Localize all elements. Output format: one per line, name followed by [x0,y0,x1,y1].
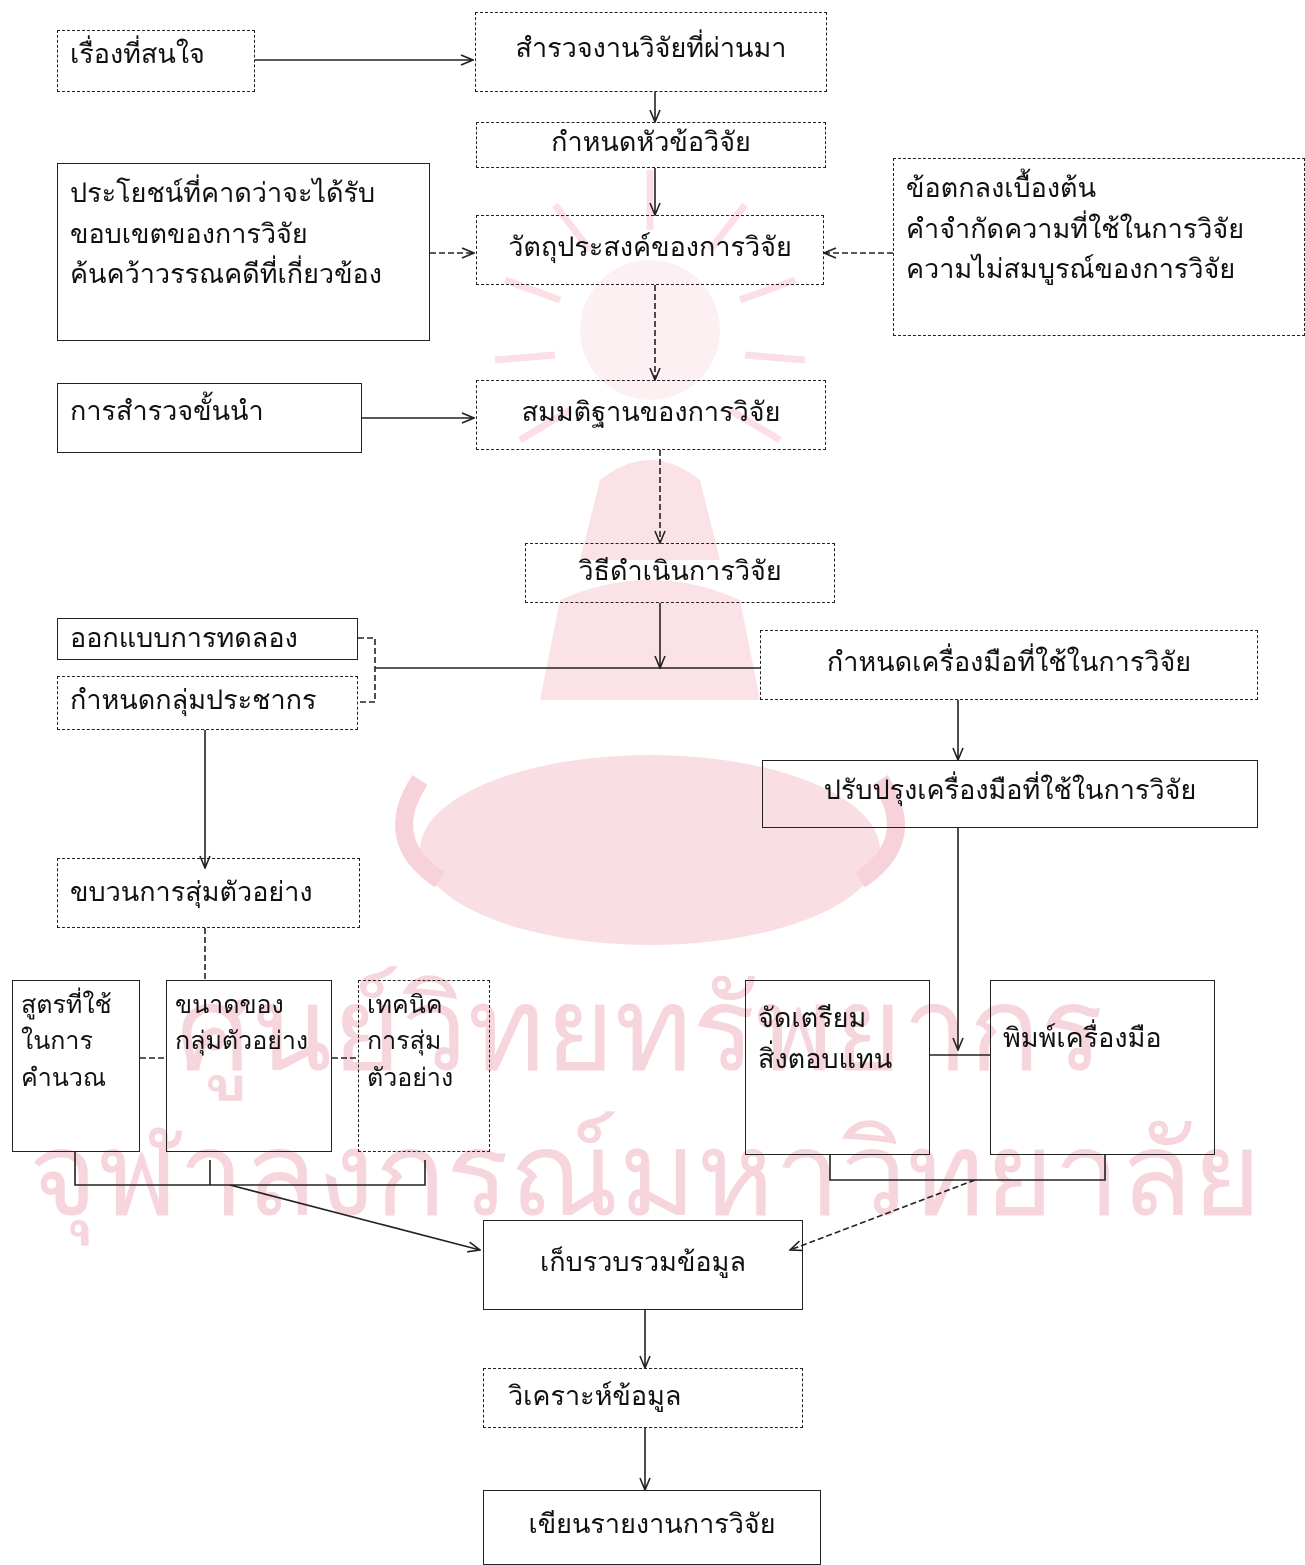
box-improve-instruments: ปรับปรุงเครื่องมือที่ใช้ในการวิจัย [762,760,1258,828]
box-left-context: ประโยชน์ที่คาดว่าจะได้รับ ขอบเขตของการวิ… [57,163,430,341]
box-define-research-topic: กำหนดหัวข้อวิจัย [476,122,826,168]
box-survey-past-research: สำรวจงานวิจัยที่ผ่านมา [475,12,827,92]
sample-size-line-2: กลุ่มตัวอย่าง [175,1026,309,1056]
bracket-bottom-left [74,1152,426,1186]
box-define-instruments: กำหนดเครื่องมือที่ใช้ในการวิจัย [760,630,1258,700]
sampling-technique-line-3: ตัวอย่าง [367,1062,454,1092]
watermark-line-2: จุฬาลงกรณ์มหาวิทยาลัย [28,1109,1261,1247]
watermark-text: ศูนย์วิทยทรัพยากร จุฬาลงกรณ์มหาวิทยาลัย [28,964,1261,1247]
left-context-line-3: ค้นคว้าวรรณคดีที่เกี่ยวข้อง [70,259,382,290]
box-print-instruments: พิมพ์เครื่องมือ [990,980,1215,1155]
right-context-line-2: คำจำกัดความที่ใช้ในการวิจัย [906,213,1245,245]
prepare-rewards-line-2: สิ่งตอบแทน [758,1043,893,1075]
left-context-line-2: ขอบเขตของการวิจัย [70,218,308,250]
box-research-hypothesis: สมมติฐานของการวิจัย [476,380,826,450]
arrow-left-group-to-collect [229,1184,480,1250]
bracket-bottom-right [829,1155,1106,1181]
box-sample-size: ขนาดของ กลุ่มตัวอย่าง [166,980,332,1152]
box-sampling-technique: เทคนิค การสุ่ม ตัวอย่าง [358,980,490,1152]
calc-formula-line-1: สูตรที่ใช้ [21,990,112,1019]
calc-formula-line-2: ในการ [21,1026,93,1056]
watermark-line-1: ศูนย์วิทยทรัพยากร [176,964,1103,1101]
box-define-population: กำหนดกลุ่มประชากร [57,676,358,730]
arrow-right-group-to-collect [790,1179,976,1250]
box-analyze-data: วิเคราะห์ข้อมูล [483,1368,803,1428]
box-experimental-design: ออกแบบการทดลอง [57,618,358,660]
box-collect-data: เก็บรวบรวมข้อมูล [483,1220,803,1310]
box-sampling-process: ขบวนการสุ่มตัวอย่าง [57,858,360,928]
connectors [74,60,1106,1490]
calc-formula-line-3: คำนวณ [21,1062,107,1092]
box-topic-of-interest: เรื่องที่สนใจ [57,30,255,92]
box-prepare-rewards: จัดเตรียม สิ่งตอบแทน [745,980,930,1155]
box-research-objectives: วัตถุประสงค์ของการวิจัย [476,215,824,285]
box-calc-formula: สูตรที่ใช้ ในการ คำนวณ [12,980,140,1152]
right-context-line-1: ข้อตกลงเบื้องต้น [906,173,1097,204]
left-context-line-1: ประโยชน์ที่คาดว่าจะได้รับ [70,178,376,209]
bracket-left-pair [358,637,376,703]
box-preliminary-survey: การสำรวจขั้นนำ [57,383,362,453]
box-right-context: ข้อตกลงเบื้องต้น คำจำกัดความที่ใช้ในการว… [893,158,1305,336]
sampling-technique-line-1: เทคนิค [367,990,443,1019]
sampling-technique-line-2: การสุ่ม [367,1026,442,1056]
box-write-report: เขียนรายงานการวิจัย [483,1490,821,1565]
sample-size-line-1: ขนาดของ [175,990,284,1019]
right-context-line-3: ความไม่สมบูรณ์ของการวิจัย [906,254,1236,285]
box-research-methods: วิธีดำเนินการวิจัย [525,543,835,603]
watermark-emblem [395,170,905,945]
prepare-rewards-line-1: จัดเตรียม [758,1003,867,1034]
